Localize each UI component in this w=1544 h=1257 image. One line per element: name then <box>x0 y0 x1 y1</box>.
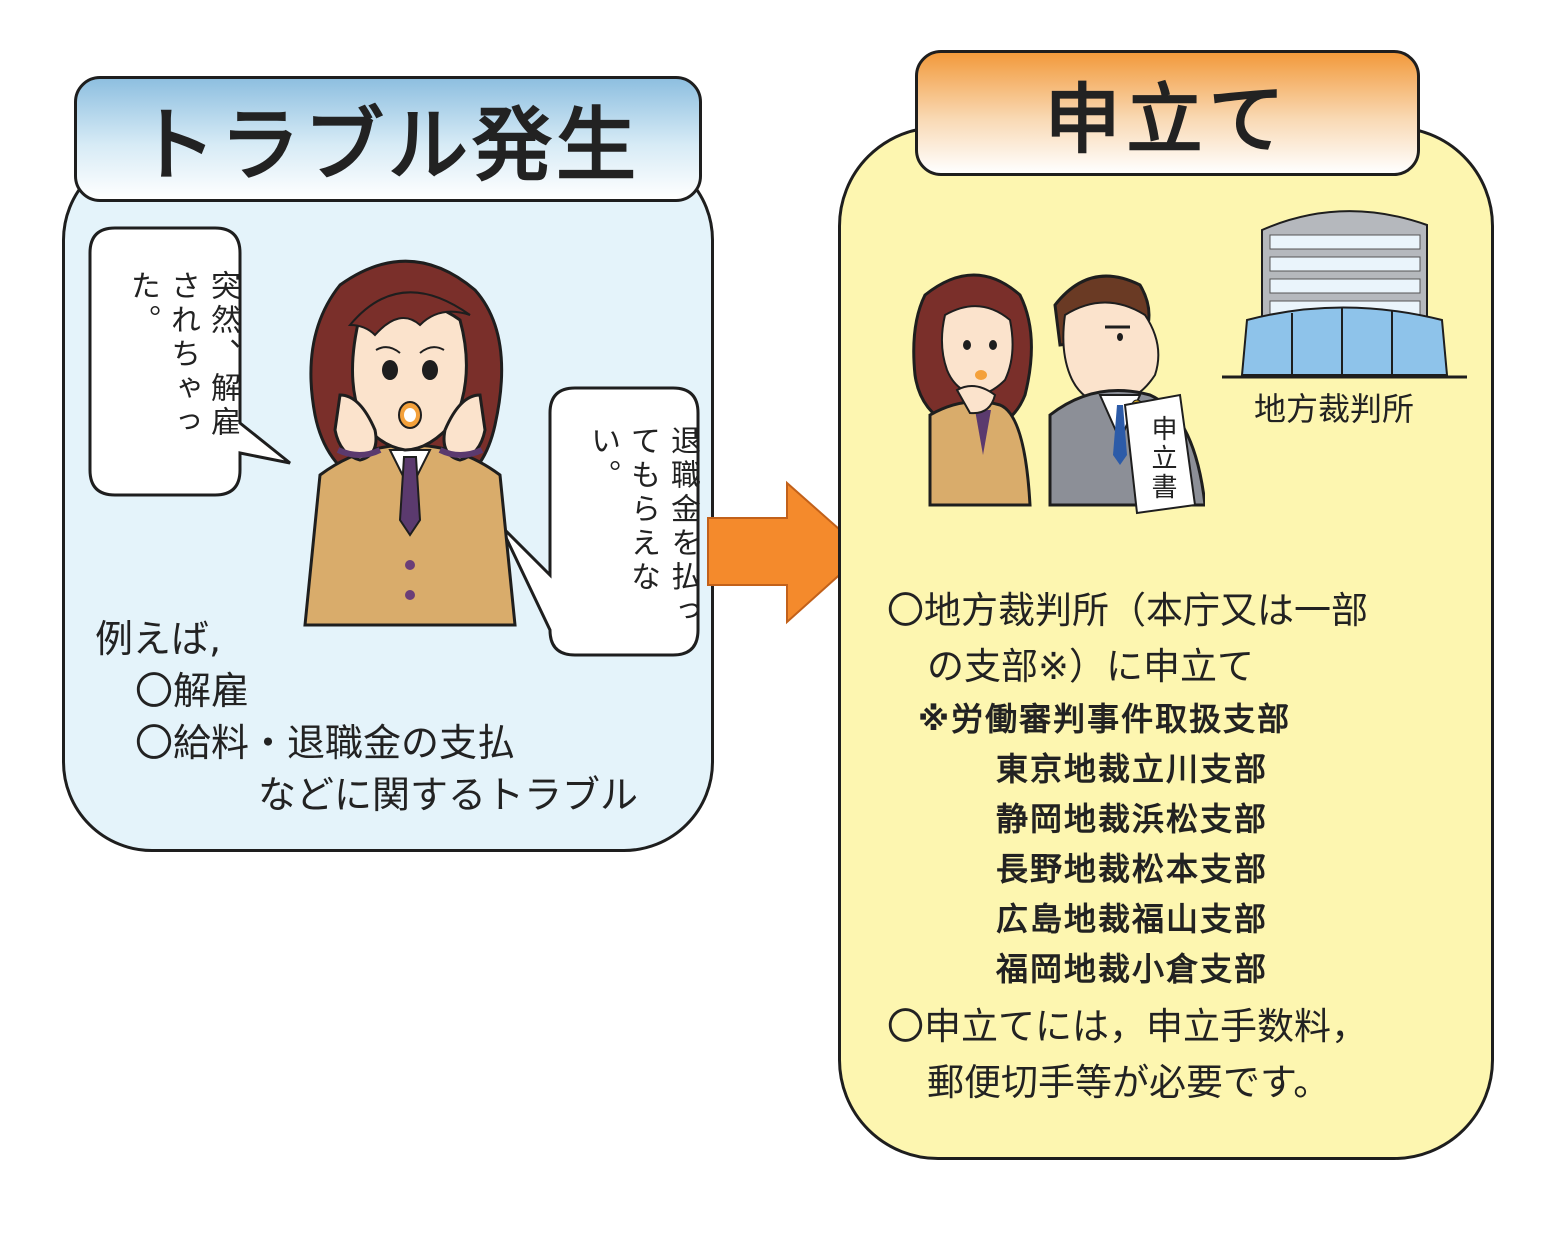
branch-tokyo-tachikawa: 東京地裁立川支部 <box>996 750 1269 788</box>
court-building-icon <box>1222 210 1467 379</box>
worried-woman-illustration <box>303 259 517 627</box>
fee-line-1: 〇申立てには，申立手数料， <box>887 1005 1368 1048</box>
branch-nagano-matsumoto: 長野地裁松本支部 <box>996 850 1269 888</box>
branch-shizuoka-hamamatsu: 静岡地裁浜松支部 <box>996 800 1269 838</box>
filing-line-1: 〇地方裁判所（本庁又は一部 <box>887 589 1368 632</box>
examples-footer: などに関するトラブル <box>258 773 639 817</box>
court-label: 地方裁判所 <box>1254 390 1415 428</box>
trouble-header: トラブル発生 <box>74 76 702 202</box>
filing-header: 申立て <box>915 50 1420 176</box>
trouble-title: トラブル発生 <box>136 99 640 192</box>
example-dismissal: 〇解雇 <box>135 669 250 713</box>
examples-heading: 例えば, <box>95 617 222 661</box>
woman-and-lawyer-illustration <box>912 273 1205 515</box>
branch-fukuoka-kokura: 福岡地裁小倉支部 <box>996 950 1269 988</box>
flow-arrow-icon <box>707 480 867 625</box>
filing-title: 申立て <box>1044 75 1291 164</box>
speech-bubble-right-text: 退職金を払ってもらえない。 <box>585 425 700 629</box>
branch-hiroshima-fukuyama: 広島地裁福山支部 <box>996 900 1269 938</box>
branch-note-heading: ※労働審判事件取扱支部 <box>918 700 1292 738</box>
speech-bubble-right <box>498 386 700 657</box>
application-document-label: 申立書 <box>1147 415 1177 502</box>
speech-bubble-left <box>88 226 291 497</box>
fee-line-2: 郵便切手等が必要です。 <box>927 1061 1331 1104</box>
example-wages: 〇給料・退職金の支払 <box>135 721 516 765</box>
filing-line-2: の支部※）に申立て <box>927 645 1255 688</box>
speech-bubble-left-text: 突然、解雇されちゃった。 <box>125 270 240 440</box>
